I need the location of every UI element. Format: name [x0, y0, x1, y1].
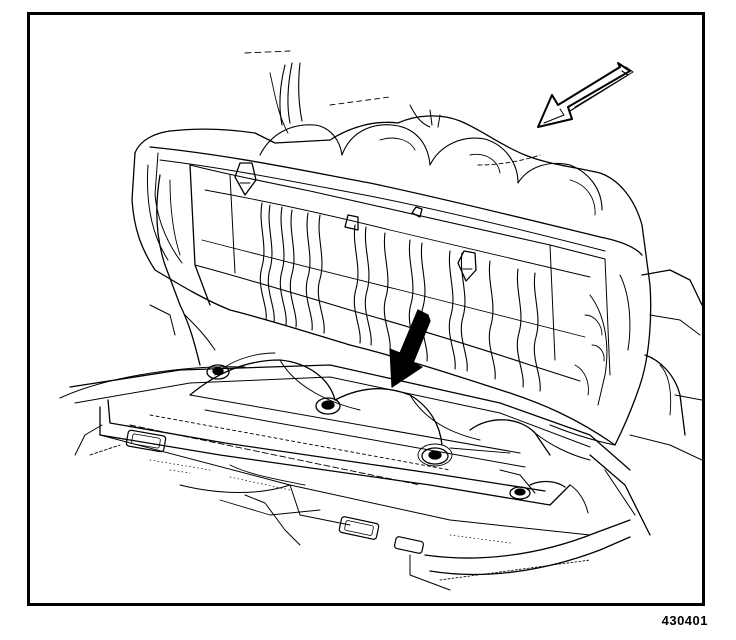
mounting-nut-right: [417, 443, 453, 467]
mounting-nut-left: [206, 364, 230, 380]
mounting-nut-far-right: [509, 486, 531, 500]
mounting-nut-center: [315, 397, 341, 415]
floor-pan: [59, 364, 631, 591]
seat-mounting-brackets: [189, 352, 591, 494]
illustration-frame: [27, 12, 705, 606]
floor-slots: [125, 429, 424, 554]
cushion-retainer-clips: [234, 162, 477, 282]
solid-callout-arrow-icon: [389, 309, 431, 388]
rear-seat-cushion: [131, 50, 652, 446]
mounting-nuts: [206, 364, 531, 500]
cushion-springs: [259, 202, 541, 392]
figure-number: 430401: [661, 613, 708, 628]
hollow-direction-arrow-icon: [537, 62, 634, 128]
rear-seat-assembly-illustration: [59, 50, 702, 591]
body-side-structure: [569, 269, 702, 536]
left-body-structure: [74, 174, 306, 546]
